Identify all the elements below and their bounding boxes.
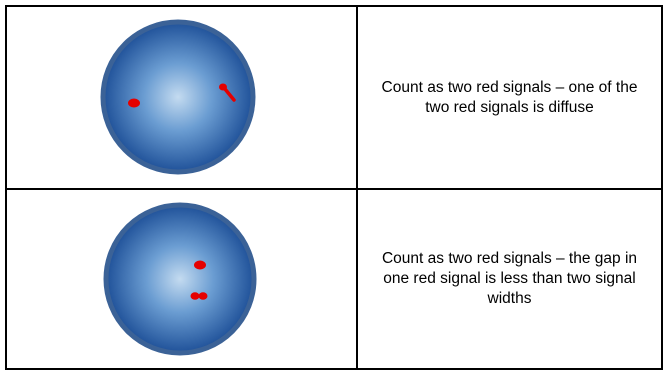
row1-description-text: Count as two red signals – one of the tw…	[381, 78, 638, 116]
comparison-table: Count as two red signals – one of the tw…	[5, 5, 663, 370]
row2-description-text: Count as two red signals – the gap in on…	[381, 250, 638, 307]
nucleus-diffuse-signal-figure	[100, 19, 256, 175]
red-signal	[128, 98, 140, 108]
row2-image-cell	[7, 190, 356, 368]
row1-description: Count as two red signals – one of the tw…	[358, 7, 661, 188]
red-signal-with-gap	[190, 292, 208, 300]
row-divider	[7, 188, 661, 190]
nucleus	[100, 19, 256, 175]
row2-description: Count as two red signals – the gap in on…	[358, 190, 661, 368]
red-signal-diffuse	[219, 83, 236, 102]
nucleus-gap-signal-figure	[103, 202, 257, 356]
column-divider	[356, 7, 358, 368]
row1-image-cell	[7, 7, 356, 188]
nucleus	[103, 202, 257, 356]
red-signal	[194, 260, 206, 270]
